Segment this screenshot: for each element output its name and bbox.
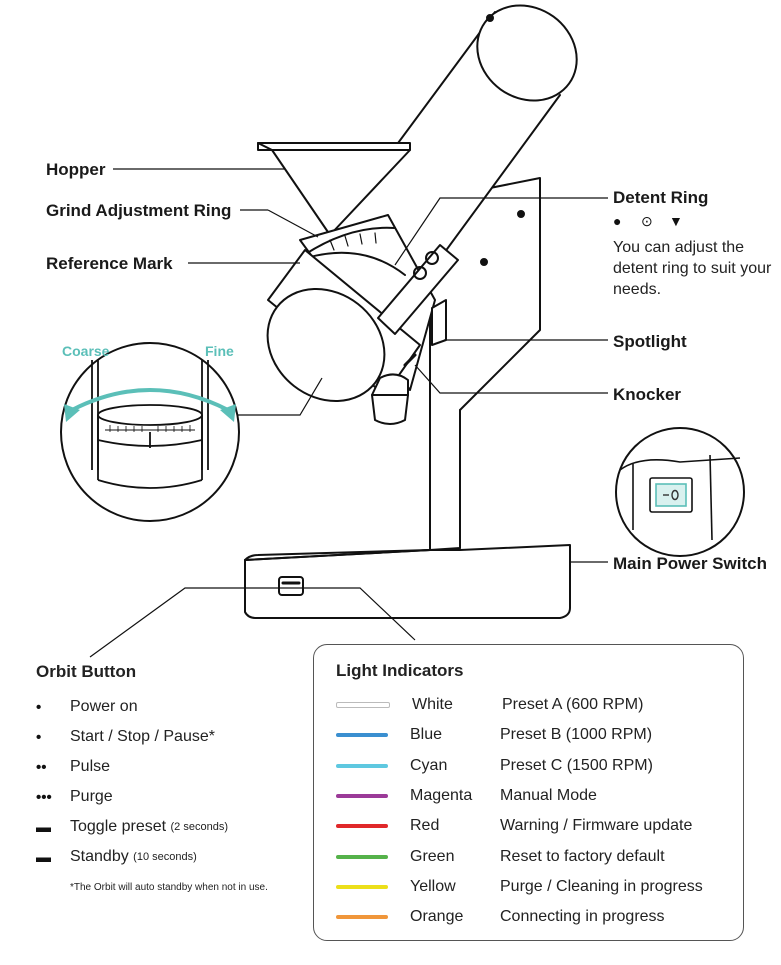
main-power-switch-label: Main Power Switch [613, 554, 767, 573]
orbit-footnote: *The Orbit will auto standby when not in… [70, 882, 268, 893]
single-dot-icon: • [36, 728, 42, 746]
orbit-item-label: Pulse [70, 758, 111, 775]
color-name: Cyan [410, 756, 448, 774]
light-indicator-row: Yellow Purge / Cleaning in progress [336, 875, 703, 899]
detent-ring-label: Detent Ring [613, 188, 709, 207]
light-indicator-row: Orange Connecting in progress [336, 905, 665, 929]
color-name: Yellow [410, 877, 456, 895]
orbit-item-label: Start / Stop / Pause* [70, 728, 215, 745]
light-indicator-row: Red Warning / Firmware update [336, 814, 692, 838]
light-indicator-row: Cyan Preset C (1500 RPM) [336, 754, 653, 778]
light-indicators-title: Light Indicators [336, 661, 464, 680]
list-item: ••• Purge [36, 782, 316, 812]
light-indicator-row: White Preset A (600 RPM) [336, 693, 643, 717]
fine-label: Fine [205, 343, 234, 359]
color-name: Red [410, 817, 440, 835]
color-name: Orange [410, 908, 464, 926]
color-meaning: Purge / Cleaning in progress [500, 877, 703, 895]
color-meaning: Warning / Firmware update [500, 817, 693, 835]
color-name: Blue [410, 726, 443, 744]
triangle-down-icon: ▼ [669, 213, 683, 229]
double-dot-icon: •• [36, 758, 47, 776]
color-swatch [336, 733, 388, 738]
single-dot-icon: • [36, 698, 42, 716]
orbit-button-legend: Orbit Button • Power on • Start / Stop /… [36, 662, 316, 893]
coarse-fine-arrow-icon [64, 388, 236, 422]
light-indicator-row: Magenta Manual Mode [336, 784, 597, 808]
long-press-icon: ▬ [36, 818, 51, 836]
color-swatch [336, 763, 388, 768]
orbit-item-label: Purge [70, 788, 113, 805]
long-press-icon: ▬ [36, 848, 51, 866]
orbit-item-note: (10 seconds) [133, 851, 197, 863]
target-dot-icon: ⊙ [641, 213, 653, 229]
coarse-label: Coarse [62, 343, 110, 359]
color-meaning: Reset to factory default [500, 847, 665, 865]
reference-mark-label: Reference Mark [46, 254, 173, 273]
color-name: Green [410, 847, 455, 865]
light-indicator-row: Blue Preset B (1000 RPM) [336, 723, 652, 747]
color-swatch [336, 793, 388, 798]
list-item: • Power on [36, 692, 316, 722]
detent-ring-description: You can adjust the detent ring to suit y… [613, 239, 772, 298]
grind-ring-detail-icon [60, 342, 240, 522]
color-swatch [336, 824, 388, 829]
orbit-button-title: Orbit Button [36, 662, 137, 681]
orbit-item-label: Power on [70, 698, 138, 715]
grind-adjustment-ring-label: Grind Adjustment Ring [46, 201, 232, 220]
spotlight-label: Spotlight [613, 332, 687, 351]
orbit-item-note: (2 seconds) [170, 821, 228, 833]
list-item: ▬ Toggle preset (2 seconds) [36, 812, 316, 842]
color-swatch [336, 854, 388, 859]
color-meaning: Connecting in progress [500, 908, 665, 926]
light-indicators-legend: Light Indicators White Preset A (600 RPM)… [313, 644, 744, 941]
color-name: White [412, 696, 453, 713]
triple-dot-icon: ••• [36, 788, 52, 806]
color-meaning: Preset C (1500 RPM) [500, 756, 653, 774]
color-name: Magenta [410, 786, 473, 804]
color-swatch [336, 884, 388, 889]
color-meaning: Preset B (1000 RPM) [500, 726, 653, 744]
list-item: •• Pulse [36, 752, 316, 782]
orbit-item-label: Standby [70, 848, 129, 865]
light-indicator-row: Green Reset to factory default [336, 845, 665, 869]
list-item: • Start / Stop / Pause* [36, 722, 316, 752]
hopper-label: Hopper [46, 160, 106, 179]
power-switch-detail-icon [615, 427, 745, 557]
detent-icons: ● ⊙ ▼ [613, 213, 697, 230]
color-swatch [336, 915, 388, 920]
orbit-item-label: Toggle preset [70, 818, 167, 835]
list-item: ▬ Standby (10 seconds) [36, 842, 316, 872]
color-meaning: Preset A (600 RPM) [502, 696, 644, 713]
color-meaning: Manual Mode [500, 786, 597, 804]
filled-dot-icon: ● [613, 213, 622, 229]
knocker-label: Knocker [613, 385, 682, 404]
color-swatch [336, 702, 390, 708]
